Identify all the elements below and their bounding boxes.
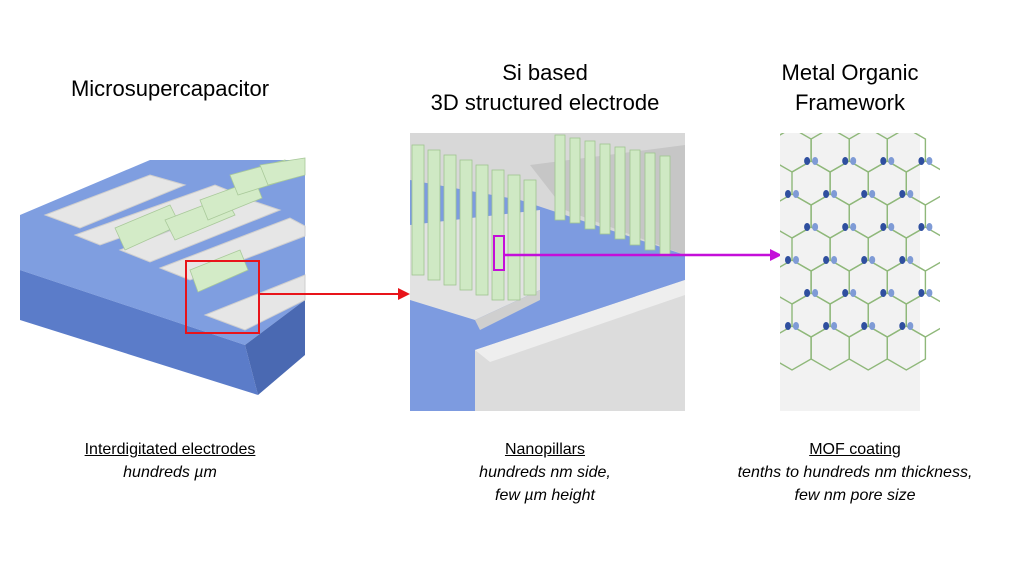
mof-metal-node (918, 289, 925, 297)
mof-metal-node (812, 223, 819, 231)
mof-metal-node (785, 256, 791, 264)
panel1-title: Microsupercapacitor (20, 74, 320, 104)
mof-metal-node (831, 322, 838, 330)
panel2-title-line1: Si based (502, 60, 588, 85)
mof-metal-node (823, 124, 829, 132)
mof-metal-node (880, 223, 887, 231)
zoom-arrow-2 (504, 249, 782, 261)
mof-metal-node (926, 289, 933, 297)
mof-metal-node (785, 322, 791, 330)
mof-metal-node (899, 124, 905, 132)
panel3-caption-line1: tenths to hundreds nm thickness, (737, 464, 973, 481)
mof-metal-node (831, 256, 838, 264)
mof-metal-node (850, 289, 857, 297)
mof-metal-node (899, 256, 906, 264)
panel1-caption: Interdigitated electrodes hundreds µm (20, 438, 320, 484)
panel1-title-line1: Microsupercapacitor (70, 76, 270, 101)
mof-metal-node (899, 190, 906, 198)
panel3-caption-line2: few nm pore size (794, 487, 916, 504)
mof-metal-node (804, 289, 811, 297)
mof-metal-node (899, 322, 906, 330)
mof-metal-node (880, 289, 887, 297)
mof-metal-node (918, 157, 925, 165)
mof-metal-node (823, 256, 830, 264)
mof-metal-node (907, 190, 914, 198)
panel3-caption: MOF coating tenths to hundreds nm thickn… (700, 438, 1010, 507)
mof-metal-node (793, 256, 799, 264)
mof-linker (886, 325, 927, 371)
panel2-caption: Nanopillars hundreds nm side, few µm hei… (400, 438, 690, 507)
mof-metal-node (804, 157, 811, 165)
mof-metal-node (907, 256, 914, 264)
mof-metal-node (880, 157, 887, 165)
mof-metal-node (823, 322, 830, 330)
mof-metal-node (861, 124, 867, 132)
panel2-caption-heading: Nanopillars (504, 441, 586, 458)
panel3-title-line2: Framework (794, 90, 905, 115)
mof-metal-node (812, 289, 819, 297)
microsupercapacitor-illustration (20, 157, 306, 395)
mof-metal-node (869, 190, 876, 198)
mof-metal-node (869, 322, 876, 330)
mof-metal-node (918, 223, 925, 231)
mof-metal-node (823, 190, 830, 198)
mof-metal-node (831, 190, 838, 198)
mof-metal-node (785, 124, 791, 132)
mof-metal-node (793, 124, 799, 132)
mof-metal-node (861, 190, 868, 198)
mof-metal-node (804, 223, 811, 231)
mof-metal-node (842, 289, 849, 297)
panel2-caption-line2: few µm height (495, 487, 595, 504)
panel1-caption-heading: Interdigitated electrodes (84, 441, 256, 458)
mof-metal-node (907, 322, 914, 330)
panel2-title: Si based 3D structured electrode (395, 58, 695, 118)
mof-metal-node (842, 157, 849, 165)
mof-illustration (780, 124, 940, 411)
panel2-title-line2: 3D structured electrode (430, 90, 660, 115)
zoom-arrow-1 (259, 288, 410, 300)
mof-metal-node (888, 289, 895, 297)
panel1-caption-line1: hundreds µm (123, 464, 217, 481)
mof-metal-node (842, 223, 849, 231)
mof-metal-node (812, 157, 819, 165)
panel3-title-line1: Metal Organic (781, 60, 919, 85)
mof-metal-node (831, 124, 837, 132)
panel3-title: Metal Organic Framework (740, 58, 960, 118)
panel3-caption-heading: MOF coating (809, 441, 901, 458)
panel2-caption-line1: hundreds nm side, (479, 464, 611, 481)
mof-metal-node (850, 223, 857, 231)
mof-metal-node (926, 157, 933, 165)
mof-metal-node (888, 223, 895, 231)
mof-metal-node (785, 190, 791, 198)
mof-metal-node (861, 322, 868, 330)
mof-metal-node (869, 124, 875, 132)
mof-metal-node (869, 256, 876, 264)
mof-metal-node (793, 322, 799, 330)
nanopillar-illustration (410, 133, 685, 411)
mof-metal-node (850, 157, 857, 165)
mof-metal-node (888, 157, 895, 165)
mof-metal-node (926, 223, 933, 231)
mof-metal-node (861, 256, 868, 264)
mof-metal-node (907, 124, 913, 132)
mof-metal-node (793, 190, 799, 198)
